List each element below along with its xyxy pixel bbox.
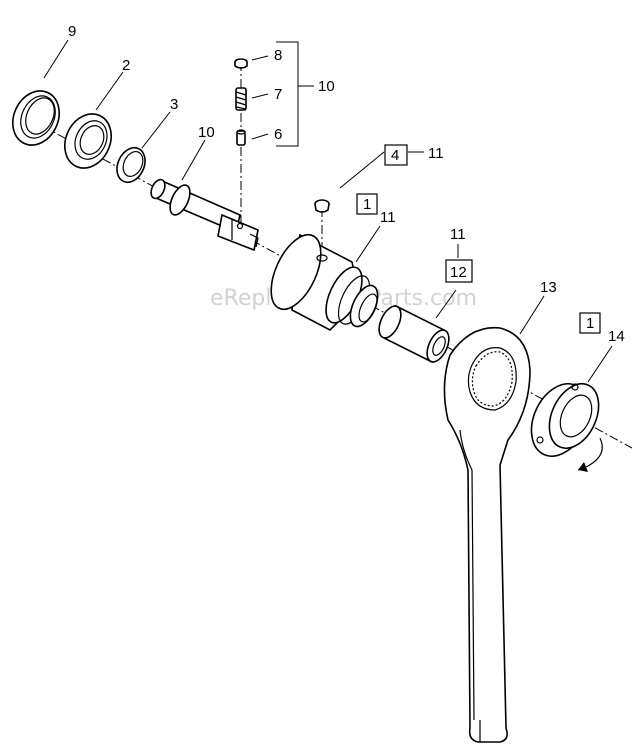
part-4-plug bbox=[314, 199, 330, 213]
label-10a: 10 bbox=[198, 124, 215, 141]
leader-13 bbox=[519, 295, 545, 335]
box-1b bbox=[579, 312, 601, 334]
label-1a: 1 bbox=[363, 196, 371, 213]
part-8-pin bbox=[234, 58, 248, 69]
label-8: 8 bbox=[274, 47, 282, 64]
part-6-plunger bbox=[236, 129, 246, 146]
box-4 bbox=[384, 144, 408, 166]
label-1b: 1 bbox=[586, 315, 594, 332]
leader-9 bbox=[43, 39, 69, 79]
label-3: 3 bbox=[170, 96, 178, 113]
leader-12 bbox=[435, 289, 457, 319]
part-10-drive-shaft bbox=[150, 178, 259, 252]
label-9: 9 bbox=[68, 23, 76, 40]
label-11c: 11 bbox=[450, 226, 466, 243]
leader-8 bbox=[251, 55, 269, 61]
leader-14 bbox=[587, 345, 613, 383]
leader-7 bbox=[251, 93, 269, 99]
label-7: 7 bbox=[274, 86, 282, 103]
leader-4 bbox=[339, 151, 385, 189]
part-7-spring bbox=[235, 87, 247, 111]
leader-2 bbox=[95, 71, 124, 111]
label-4: 4 bbox=[391, 147, 399, 164]
label-10b: 10 bbox=[318, 78, 335, 95]
rotation-arrow-icon bbox=[577, 437, 603, 472]
part-9-seal-ring bbox=[12, 90, 60, 146]
part-11-hub bbox=[270, 233, 379, 331]
box-12 bbox=[445, 259, 473, 283]
box-1a bbox=[356, 193, 378, 215]
leader-3 bbox=[141, 111, 171, 149]
label-11b: 11 bbox=[380, 209, 396, 226]
label-14: 14 bbox=[608, 328, 625, 345]
label-13: 13 bbox=[540, 279, 557, 296]
label-2: 2 bbox=[122, 57, 130, 74]
part-14-collar bbox=[530, 383, 600, 457]
leader-11b bbox=[355, 225, 381, 263]
label-6: 6 bbox=[274, 126, 282, 143]
part-2-bearing bbox=[64, 113, 112, 169]
label-12: 12 bbox=[450, 264, 467, 281]
part-3-snap-ring bbox=[116, 146, 146, 184]
bracket-10 bbox=[276, 41, 314, 147]
part-12-bushing bbox=[378, 304, 450, 364]
leader-10a bbox=[181, 139, 206, 181]
part-13-lever bbox=[443, 326, 531, 743]
label-11a: 11 bbox=[428, 145, 444, 162]
leader-6 bbox=[251, 133, 269, 140]
